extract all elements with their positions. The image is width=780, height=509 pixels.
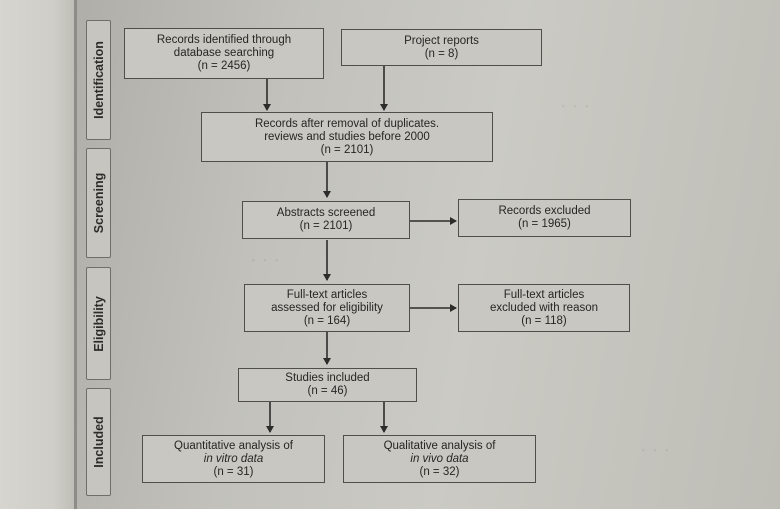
box-after-duplicates: Records after removal of duplicates. rev… xyxy=(201,112,493,162)
box-records-excluded: Records excluded (n = 1965) xyxy=(458,199,631,237)
stage-eligibility: Eligibility xyxy=(86,267,111,380)
box-after-duplicates-text: Records after removal of duplicates. xyxy=(254,117,440,130)
box-quantitative-text2: in vitro data xyxy=(203,452,264,465)
stage-included: Included xyxy=(86,388,111,496)
box-fulltext-excluded-count: (n = 118) xyxy=(521,314,567,327)
box-qualitative-text: Qualitative analysis of xyxy=(383,439,496,452)
box-project-reports-count: (n = 8) xyxy=(424,47,459,60)
bleed-through-text: · · · xyxy=(640,440,670,462)
box-fulltext-assessed-text2: assessed for eligibility xyxy=(271,301,383,314)
box-abstracts-screened: Abstracts screened (n = 2101) xyxy=(242,201,410,239)
box-after-duplicates-count: (n = 2101) xyxy=(320,143,374,156)
box-qualitative: Qualitative analysis of in vivo data (n … xyxy=(343,435,536,483)
box-records-identified-count: (n = 2456) xyxy=(197,60,251,72)
box-quantitative-text: Quantitative analysis of xyxy=(174,439,293,452)
box-qualitative-count: (n = 32) xyxy=(419,465,460,478)
box-studies-included-text: Studies included xyxy=(285,372,370,384)
bleed-through-text: · · · xyxy=(560,96,590,118)
box-fulltext-excluded-text: Full-text articles xyxy=(503,288,585,301)
box-qualitative-text2: in vivo data xyxy=(410,452,469,465)
bleed-through-text: · · · xyxy=(250,250,280,272)
box-fulltext-assessed: Full-text articles assessed for eligibil… xyxy=(244,284,410,332)
box-abstracts-screened-count: (n = 2101) xyxy=(299,220,353,232)
box-fulltext-excluded: Full-text articles excluded with reason … xyxy=(458,284,630,332)
box-studies-included: Studies included (n = 46) xyxy=(238,368,417,402)
box-after-duplicates-text2: reviews and studies before 2000 xyxy=(264,130,430,143)
box-records-excluded-text: Records excluded xyxy=(498,205,591,217)
box-quantitative-count: (n = 31) xyxy=(213,465,254,478)
box-records-identified-text: Records identified through xyxy=(156,34,292,46)
box-fulltext-excluded-text2: excluded with reason xyxy=(489,301,599,314)
box-records-excluded-count: (n = 1965) xyxy=(518,218,571,230)
stage-identification: Identification xyxy=(86,20,111,140)
box-records-identified: Records identified through database sear… xyxy=(124,28,324,79)
box-project-reports: Project reports (n = 8) xyxy=(341,29,542,66)
box-project-reports-text: Project reports xyxy=(404,34,479,47)
box-abstracts-screened-text: Abstracts screened xyxy=(276,207,376,219)
page-margin xyxy=(0,0,76,509)
stage-screening: Screening xyxy=(86,148,111,258)
box-quantitative: Quantitative analysis of in vitro data (… xyxy=(142,435,325,483)
box-fulltext-assessed-text: Full-text articles xyxy=(286,288,368,301)
page-binding-edge xyxy=(74,0,77,509)
box-studies-included-count: (n = 46) xyxy=(307,385,348,397)
box-records-identified-text2: database searching xyxy=(173,47,275,59)
box-fulltext-assessed-count: (n = 164) xyxy=(303,314,351,327)
